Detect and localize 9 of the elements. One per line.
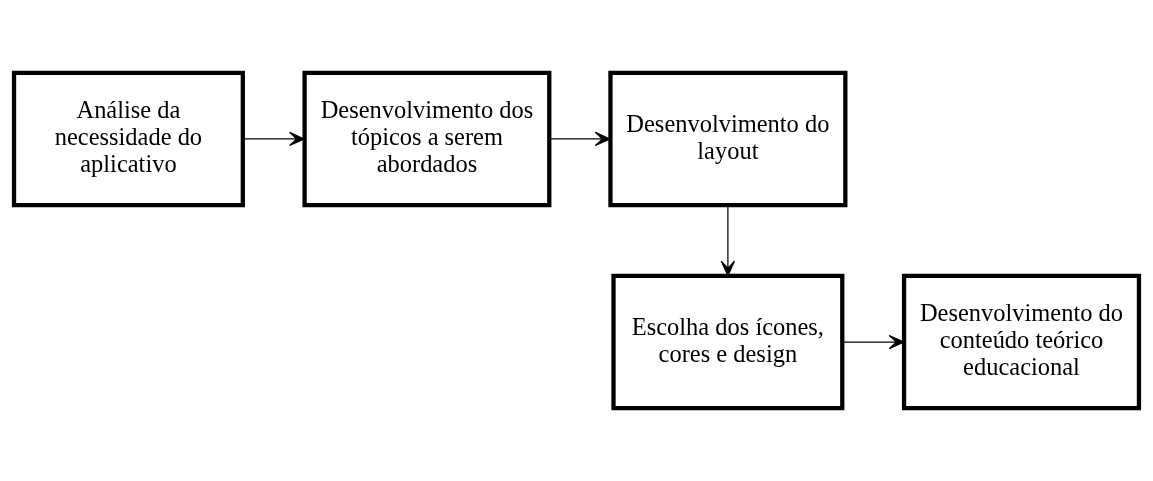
node-box: Análise da necessidade do aplicativo <box>11 70 245 208</box>
node-box: Desenvolvimento do conteúdo teórico educacional <box>901 273 1142 411</box>
node-box: Escolha dos ícones, cores e design <box>611 273 845 411</box>
arrow <box>242 131 305 147</box>
arrow <box>548 131 611 147</box>
node-box: Desenvolvimento do layout <box>608 70 848 208</box>
arrow <box>720 204 736 277</box>
node-box: Desenvolvimento dos tópicos a serem abordados <box>302 70 552 208</box>
arrow <box>842 334 905 350</box>
